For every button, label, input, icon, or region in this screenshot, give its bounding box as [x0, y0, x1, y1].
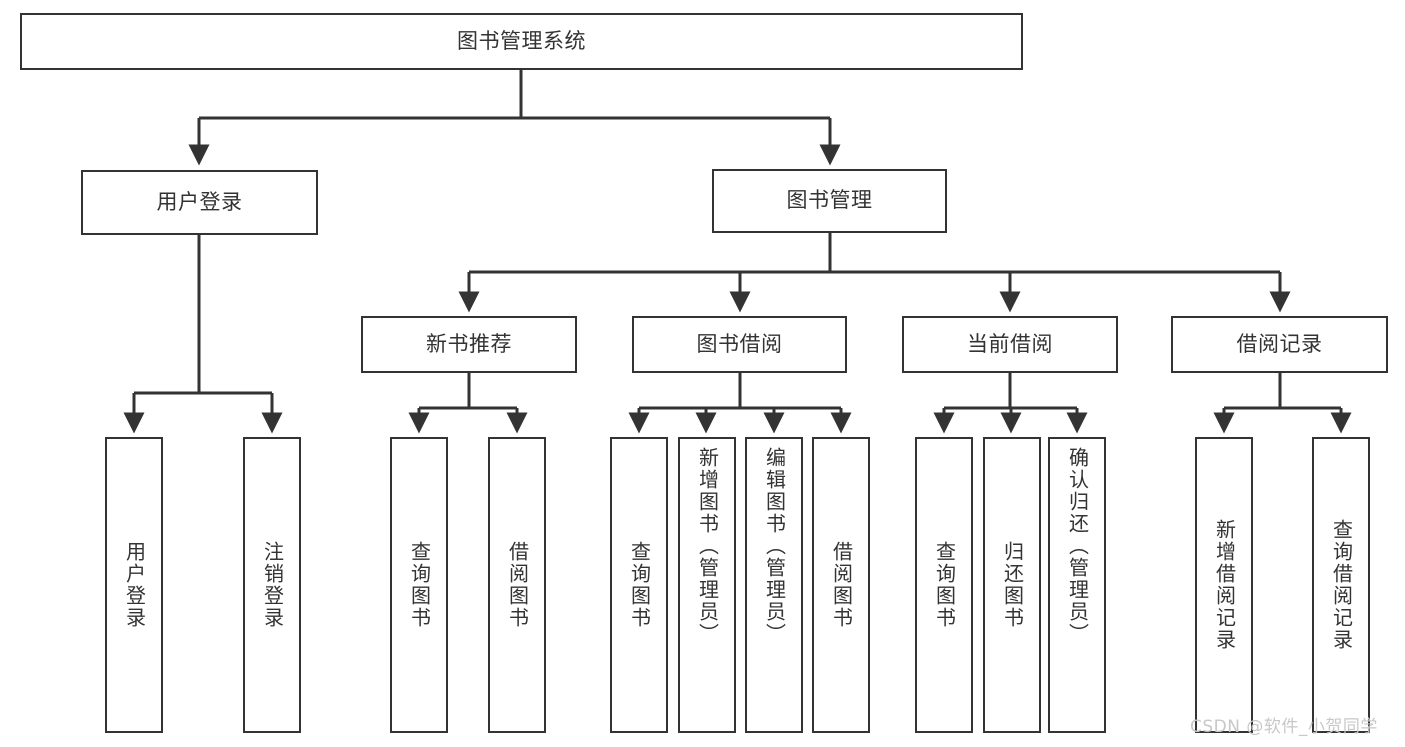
node-book-borrow-label: 图书借阅: [696, 331, 783, 356]
node-current-borrow-label: 当前借阅: [967, 331, 1053, 356]
node-leaf-br-add-record[interactable]: 新增借阅记录: [1195, 437, 1253, 733]
node-new-book-recommend-label: 新书推荐: [426, 331, 512, 356]
node-leaf-bb-add-book[interactable]: 新增图书（管理员）: [678, 437, 736, 733]
node-leaf-user-login[interactable]: 用户登录: [105, 437, 163, 733]
node-current-borrow[interactable]: 当前借阅: [902, 316, 1118, 373]
node-leaf-br-query-record-label: 查询借阅记录: [1329, 519, 1354, 651]
node-leaf-cb-confirm-return[interactable]: 确认归还（管理员）: [1048, 437, 1106, 733]
node-leaf-bb-edit-book[interactable]: 编辑图书（管理员）: [745, 437, 803, 733]
watermark-text: CSDN @软件_小贺同学: [1190, 717, 1378, 737]
node-book-borrow[interactable]: 图书借阅: [632, 316, 847, 373]
node-borrow-record[interactable]: 借阅记录: [1171, 316, 1388, 373]
node-user-login-label: 用户登录: [156, 189, 243, 214]
node-leaf-nb-borrow-book-label: 借阅图书: [505, 541, 530, 629]
node-leaf-user-login-label: 用户登录: [122, 541, 147, 629]
node-borrow-record-label: 借阅记录: [1236, 331, 1323, 356]
node-leaf-cb-return-book[interactable]: 归还图书: [983, 437, 1041, 733]
node-leaf-nb-query-book-label: 查询图书: [407, 541, 432, 629]
node-leaf-bb-query-book-label: 查询图书: [627, 541, 652, 629]
node-leaf-bb-edit-book-label: 编辑图书（管理员）: [762, 447, 787, 645]
node-new-book-recommend[interactable]: 新书推荐: [361, 316, 577, 373]
node-leaf-nb-query-book[interactable]: 查询图书: [390, 437, 448, 733]
node-leaf-cb-query-book-label: 查询图书: [932, 541, 957, 629]
node-root-label: 图书管理系统: [457, 28, 586, 53]
node-leaf-logout[interactable]: 注销登录: [243, 437, 301, 733]
node-leaf-bb-borrow-book-label: 借阅图书: [829, 541, 854, 629]
node-leaf-cb-confirm-return-label: 确认归还（管理员）: [1065, 447, 1090, 645]
node-leaf-br-add-record-label: 新增借阅记录: [1212, 519, 1237, 651]
node-user-login[interactable]: 用户登录: [81, 170, 318, 235]
node-leaf-bb-add-book-label: 新增图书（管理员）: [695, 447, 720, 645]
node-leaf-nb-borrow-book[interactable]: 借阅图书: [488, 437, 546, 733]
node-leaf-bb-borrow-book[interactable]: 借阅图书: [812, 437, 870, 733]
node-root[interactable]: 图书管理系统: [20, 13, 1023, 70]
node-leaf-logout-label: 注销登录: [260, 541, 285, 629]
node-leaf-br-query-record[interactable]: 查询借阅记录: [1312, 437, 1370, 733]
node-book-manage-label: 图书管理: [786, 188, 873, 213]
node-book-manage[interactable]: 图书管理: [712, 169, 947, 233]
node-leaf-cb-query-book[interactable]: 查询图书: [915, 437, 973, 733]
node-leaf-cb-return-book-label: 归还图书: [1000, 541, 1025, 629]
node-leaf-bb-query-book[interactable]: 查询图书: [610, 437, 668, 733]
